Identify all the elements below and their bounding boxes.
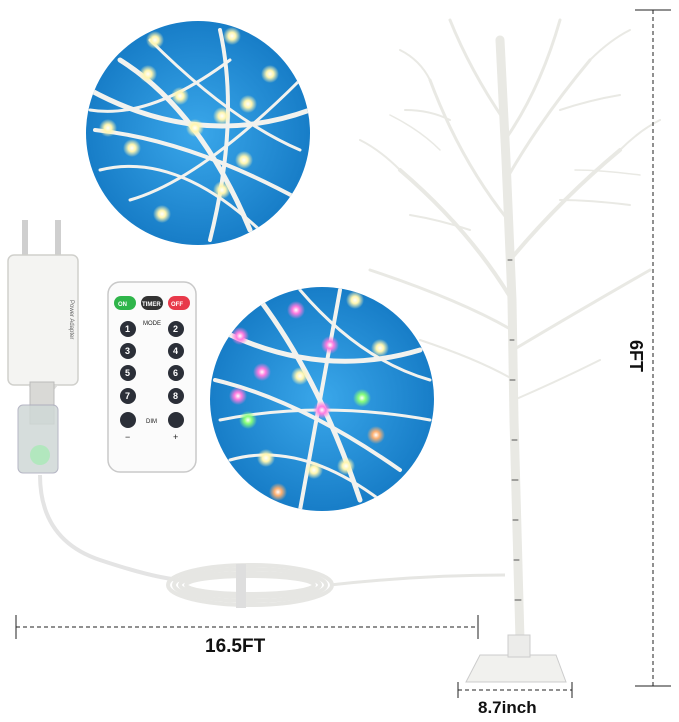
remote-button-7: 7 — [125, 391, 130, 401]
cable-length-label: 16.5FT — [205, 636, 266, 657]
remote-button-1: 1 — [125, 324, 130, 334]
base-width-label: 8.7inch — [478, 698, 537, 717]
remote-button-3: 3 — [125, 346, 130, 356]
remote-dim-label: DIM — [146, 419, 157, 425]
dimension-lines — [15, 9, 671, 698]
tree-height-label: 6FT — [626, 340, 646, 373]
remote-button-8: 8 — [173, 391, 178, 401]
remote-timer-label: TIMER — [142, 302, 161, 308]
multicolor-lights-closeup — [210, 287, 434, 511]
remote-mode-label: MODE — [143, 321, 161, 327]
remote-on-label: ON — [118, 302, 127, 308]
remote-button-5: 5 — [125, 368, 130, 378]
cable-coil — [166, 563, 506, 608]
power-adapter — [7, 220, 186, 582]
remote-plus-label: + — [173, 432, 178, 442]
warm-white-lights-closeup — [86, 21, 310, 245]
remote-off-label: OFF — [171, 302, 183, 308]
adapter-label: Power Adapter — [68, 300, 74, 339]
remote-minus-label: − — [125, 432, 130, 442]
remote-control: ON TIMER OFF MODE DIM 1 2 3 4 5 6 7 8 − … — [107, 281, 197, 473]
birch-tree — [359, 18, 661, 683]
remote-button-2: 2 — [173, 324, 178, 334]
remote-button-6: 6 — [173, 368, 178, 378]
remote-button-4: 4 — [173, 346, 178, 356]
